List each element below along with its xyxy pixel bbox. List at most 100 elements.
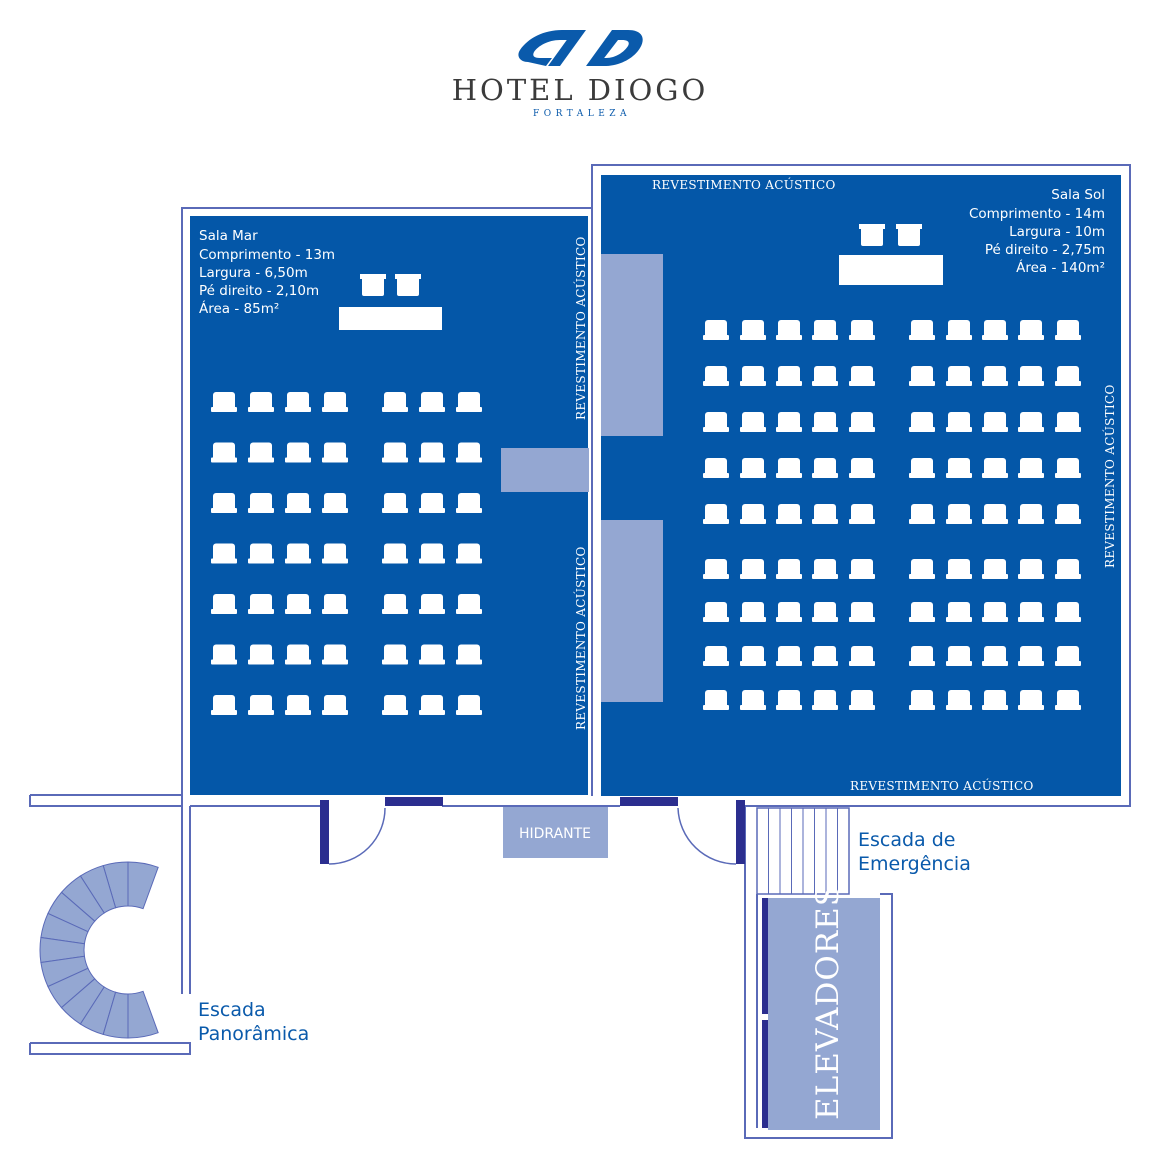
chair xyxy=(946,602,972,622)
chair xyxy=(285,392,311,412)
chair xyxy=(382,493,408,513)
chair xyxy=(703,690,729,710)
escada-emergencia-label-1: Escada de xyxy=(858,829,956,851)
chair xyxy=(456,493,482,513)
chair xyxy=(456,695,482,715)
spiral-step xyxy=(127,861,159,910)
dp-logo-mark xyxy=(518,30,643,66)
chair xyxy=(1018,458,1044,478)
chair xyxy=(849,602,875,622)
escada-panoramica-label-1: Escada xyxy=(198,999,266,1021)
sala-mar-largura: Largura - 6,50m xyxy=(199,265,308,281)
chair xyxy=(812,412,838,432)
sala-sol-head-chair xyxy=(896,224,922,246)
chair xyxy=(909,320,935,340)
spiral-step xyxy=(127,990,159,1039)
chair xyxy=(248,442,274,463)
chair xyxy=(322,644,348,665)
chair xyxy=(740,504,766,524)
sala-mar: Sala Mar Comprimento - 13m Largura - 6,5… xyxy=(190,216,588,795)
sala-mar-seating xyxy=(211,392,482,715)
chair xyxy=(740,690,766,710)
chair xyxy=(909,458,935,478)
sala-sol-head-chair xyxy=(859,224,885,246)
chair xyxy=(849,458,875,478)
door-leaf-sol xyxy=(736,800,745,864)
chair xyxy=(211,392,237,412)
chair xyxy=(322,493,348,513)
sala-sol: REVESTIMENTO ACÚSTICO REVESTIMENTO ACÚST… xyxy=(601,175,1121,796)
chair xyxy=(703,646,729,666)
chair xyxy=(1055,504,1081,524)
chair xyxy=(982,504,1008,524)
chair xyxy=(812,366,838,386)
sala-mar-head-chair xyxy=(395,274,421,296)
chair xyxy=(849,646,875,666)
sala-mar-area: Área - 85m² xyxy=(199,300,279,317)
chair xyxy=(419,644,445,665)
chair xyxy=(419,442,445,463)
chair xyxy=(1055,646,1081,666)
chair xyxy=(248,543,274,564)
chair xyxy=(285,644,311,665)
chair xyxy=(909,559,935,579)
chair xyxy=(812,559,838,579)
chair xyxy=(776,458,802,478)
doors xyxy=(320,797,745,865)
chair xyxy=(982,602,1008,622)
chair xyxy=(812,690,838,710)
escada-panoramica: Escada Panorâmica xyxy=(39,861,309,1045)
chair xyxy=(248,695,274,715)
chair xyxy=(812,646,838,666)
chair xyxy=(1055,366,1081,386)
chair xyxy=(456,644,482,665)
chair xyxy=(703,366,729,386)
chair xyxy=(740,366,766,386)
chair xyxy=(456,442,482,463)
chair xyxy=(740,412,766,432)
elevadores: ELEVADORES xyxy=(762,884,880,1130)
chair xyxy=(909,412,935,432)
chair xyxy=(909,602,935,622)
elevator-door-top xyxy=(762,898,768,1014)
chair xyxy=(419,695,445,715)
sala-sol-area: Área - 140m² xyxy=(1016,259,1105,276)
chair xyxy=(456,594,482,614)
chair xyxy=(1055,458,1081,478)
chair xyxy=(419,493,445,513)
chair xyxy=(740,458,766,478)
sala-sol-head-table xyxy=(839,255,943,285)
chair xyxy=(740,320,766,340)
chair xyxy=(982,690,1008,710)
chair xyxy=(322,594,348,614)
chair xyxy=(982,320,1008,340)
chair xyxy=(211,594,237,614)
chair xyxy=(946,646,972,666)
chair xyxy=(211,442,237,463)
chair xyxy=(909,504,935,524)
hotel-name: HOTEL DIOGO xyxy=(452,73,708,107)
chair xyxy=(946,458,972,478)
hidrante-box xyxy=(503,807,608,858)
sala-sol-acoustic-label-top: REVESTIMENTO ACÚSTICO xyxy=(652,176,836,192)
chair xyxy=(248,594,274,614)
hidrante-label: HIDRANTE xyxy=(519,826,591,842)
chair xyxy=(322,543,348,564)
chair xyxy=(849,504,875,524)
chair xyxy=(382,644,408,665)
chair xyxy=(776,559,802,579)
door-swing-mar xyxy=(328,807,386,865)
chair xyxy=(776,602,802,622)
walls xyxy=(29,164,1131,1139)
sala-mar-head-chair xyxy=(360,274,386,296)
sala-sol-acoustic-label-bottom: REVESTIMENTO ACÚSTICO xyxy=(850,777,1034,793)
chair xyxy=(285,695,311,715)
chair xyxy=(703,602,729,622)
elevator-shaft xyxy=(768,898,880,1130)
chair xyxy=(812,458,838,478)
chair xyxy=(740,559,766,579)
chair xyxy=(211,695,237,715)
chair xyxy=(1018,602,1044,622)
chair xyxy=(946,412,972,432)
sala-sol-name: Sala Sol xyxy=(1051,187,1105,203)
